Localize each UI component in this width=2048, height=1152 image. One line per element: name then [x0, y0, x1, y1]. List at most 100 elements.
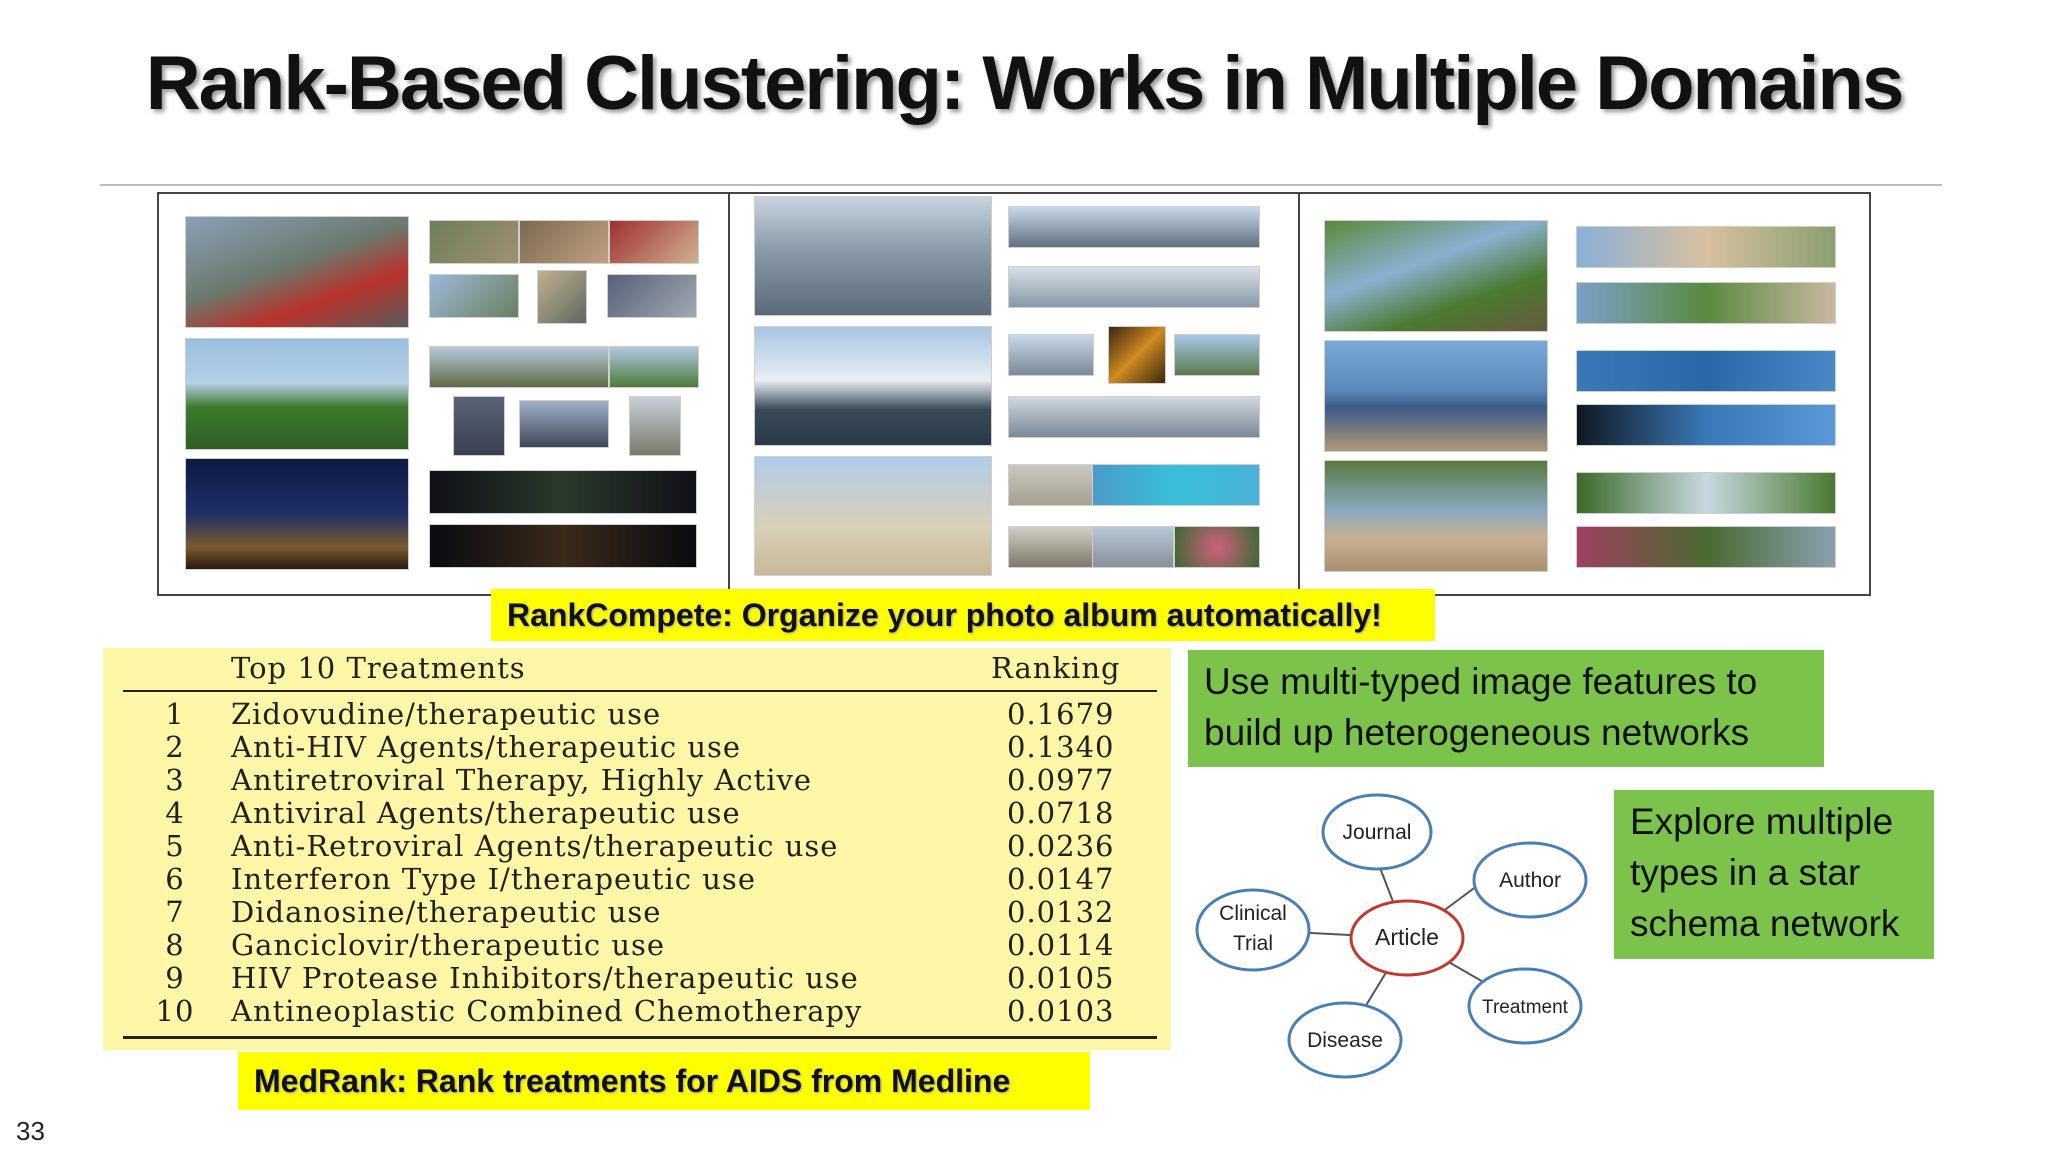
star-schema-diagram: Journal Author Clinical Trial Article Tr… — [1195, 793, 1588, 1079]
cluster-photo — [453, 396, 505, 456]
node-disease — [1287, 1001, 1403, 1079]
cluster-photo — [1007, 526, 1094, 568]
cluster-photo — [1091, 464, 1260, 506]
table-row: 3 Antiretroviral Therapy, Highly Active 0.… — [103, 764, 1171, 797]
row-ranking-value: 0.0147 — [1007, 862, 1115, 896]
row-treatment: Anti-Retroviral Agents/therapeutic use — [231, 829, 839, 863]
row-rank: 9 — [165, 961, 185, 995]
row-treatment: Antiviral Agents/therapeutic use — [231, 796, 741, 830]
node-clinical-trial — [1195, 888, 1311, 972]
table-bottom-rule — [123, 1036, 1157, 1039]
row-ranking-value: 0.0103 — [1007, 994, 1115, 1028]
cluster-photo — [519, 220, 609, 264]
row-ranking-value: 0.0236 — [1007, 829, 1115, 863]
node-treatment — [1467, 967, 1583, 1045]
row-rank: 1 — [165, 697, 185, 731]
treatment-ranking-table: Top 10 Treatments Ranking 1 Zidovudine/th… — [103, 648, 1171, 1050]
table-row: 5 Anti-Retroviral Agents/therapeutic use 0… — [103, 830, 1171, 863]
row-rank: 6 — [165, 862, 185, 896]
photo-cluster-panel-3 — [1300, 194, 1869, 594]
features-note: Use multi-typed image features to build … — [1188, 650, 1824, 767]
row-rank: 7 — [165, 895, 185, 929]
cluster-photo — [753, 196, 992, 316]
cluster-photo — [1007, 464, 1094, 506]
cluster-photo — [1576, 404, 1837, 446]
cluster-photo — [1007, 396, 1260, 438]
row-rank: 4 — [165, 796, 185, 830]
cluster-photo — [1091, 526, 1174, 568]
cluster-photo — [1107, 326, 1166, 384]
cluster-photo — [609, 346, 699, 388]
cluster-photo — [1576, 282, 1837, 324]
node-label: Disease — [1307, 1029, 1383, 1052]
cluster-photo — [185, 216, 409, 328]
cluster-photo — [185, 458, 409, 570]
node-label: Author — [1499, 869, 1561, 892]
table-header-treatments: Top 10 Treatments — [231, 651, 526, 685]
cluster-photo — [429, 346, 609, 388]
rankcompete-caption: RankCompete: Organize your photo album a… — [491, 589, 1435, 641]
cluster-photo — [1324, 460, 1549, 572]
row-treatment: Ganciclovir/therapeutic use — [231, 928, 666, 962]
slide-number: 33 — [16, 1116, 45, 1146]
cluster-photo — [1173, 526, 1260, 568]
cluster-photo — [629, 396, 681, 456]
node-label: Clinical — [1219, 902, 1287, 925]
cluster-photo — [609, 220, 699, 264]
node-article — [1349, 899, 1465, 977]
medrank-caption: MedRank: Rank treatments for AIDS from M… — [238, 1052, 1090, 1110]
row-treatment: Zidovudine/therapeutic use — [231, 697, 662, 731]
row-treatment: HIV Protease Inhibitors/therapeutic use — [231, 961, 859, 995]
row-rank: 10 — [155, 994, 195, 1028]
row-rank: 3 — [165, 763, 185, 797]
row-rank: 5 — [165, 829, 185, 863]
cluster-photo — [607, 274, 697, 318]
cluster-photo — [1576, 472, 1837, 514]
table-row: 9 HIV Protease Inhibitors/therapeutic use… — [103, 962, 1171, 995]
node-label-center: Article — [1375, 924, 1439, 950]
cluster-photo — [519, 400, 609, 448]
node-label: Treatment — [1482, 997, 1569, 1018]
node-author — [1472, 841, 1588, 919]
row-treatment: Anti-HIV Agents/therapeutic use — [231, 730, 742, 764]
table-top-rule — [123, 690, 1157, 692]
slide-title: Rank-Based Clustering: Works in Multiple… — [145, 41, 1904, 126]
cluster-photo — [1324, 340, 1549, 452]
cluster-photo — [753, 326, 992, 446]
cluster-photo — [429, 274, 519, 318]
row-treatment: Antiretroviral Therapy, Highly Active — [231, 763, 813, 797]
cluster-photo — [1576, 350, 1837, 392]
cluster-photo — [1576, 526, 1837, 568]
cluster-photo — [185, 338, 409, 450]
cluster-photo — [1007, 334, 1094, 376]
row-ranking-value: 0.0718 — [1007, 796, 1115, 830]
photo-clusters-figure — [157, 192, 1871, 596]
row-rank: 8 — [165, 928, 185, 962]
node-journal — [1321, 793, 1433, 871]
photo-cluster-panel-1 — [159, 194, 730, 594]
table-header-ranking: Ranking — [991, 651, 1121, 685]
row-ranking-value: 0.0977 — [1007, 763, 1115, 797]
table-row: 1 Zidovudine/therapeutic use 0.1679 — [103, 698, 1171, 731]
row-ranking-value: 0.0105 — [1007, 961, 1115, 995]
row-rank: 2 — [165, 730, 185, 764]
table-row: 4 Antiviral Agents/therapeutic use 0.0718 — [103, 797, 1171, 830]
row-ranking-value: 0.1679 — [1007, 697, 1115, 731]
row-ranking-value: 0.0132 — [1007, 895, 1115, 929]
cluster-photo — [753, 456, 992, 576]
cluster-photo — [1007, 206, 1260, 248]
node-label: Journal — [1343, 821, 1412, 844]
node-label: Trial — [1233, 932, 1273, 955]
cluster-photo — [429, 470, 697, 514]
cluster-photo — [429, 220, 519, 264]
photo-cluster-panel-2 — [730, 194, 1301, 594]
cluster-photo — [1576, 226, 1837, 268]
cluster-photo — [1007, 266, 1260, 308]
star-schema-note: Explore multiple types in a star schema … — [1614, 790, 1934, 959]
title-divider — [100, 184, 1942, 186]
